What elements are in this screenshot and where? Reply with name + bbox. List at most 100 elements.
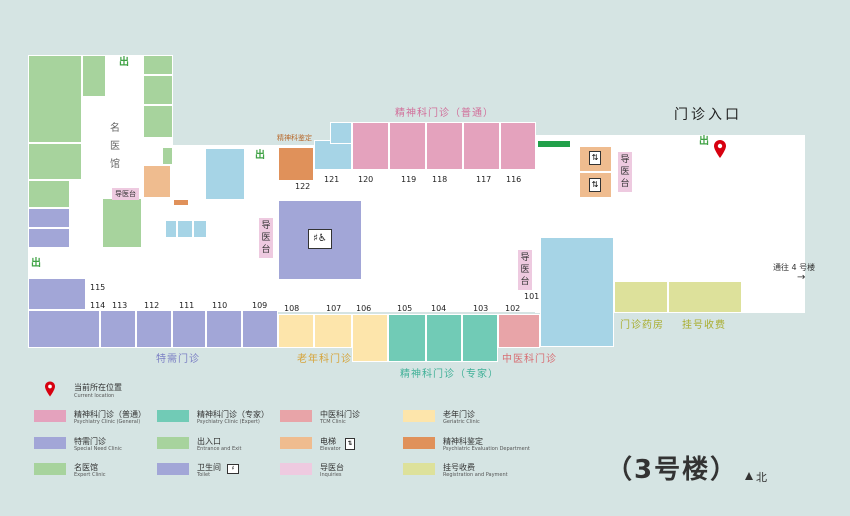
psych-expert-room-104 <box>426 314 462 362</box>
special-room-115 <box>28 278 86 310</box>
legend-label-cn: 特需门诊 <box>74 437 106 446</box>
legend-label-cn: 名医馆 <box>74 463 98 472</box>
legend-label-cn: 老年门诊 <box>443 410 475 419</box>
legend-swatch <box>157 437 189 449</box>
special-room-111 <box>172 310 206 348</box>
room-number-105: 105 <box>397 304 413 313</box>
north-label: 北 <box>756 471 768 484</box>
legend-label-cn: 精神科鉴定 <box>443 437 483 446</box>
special-room-114 <box>28 310 100 348</box>
expert-room-5 <box>143 55 173 75</box>
expert-room-2 <box>82 55 106 97</box>
psych-general-room-119 <box>389 122 426 170</box>
room-number-110: 110 <box>212 301 228 310</box>
legend-label-en: TCM Clinic <box>320 419 346 425</box>
legend-label-en: Geriatric Clinic <box>443 419 480 425</box>
room-121 <box>314 140 352 170</box>
room-number-104: 104 <box>431 304 447 313</box>
entrance-icon-north: 出 <box>255 150 265 161</box>
expert-hall-label: 名医馆 <box>110 123 120 170</box>
current-location-marker <box>714 140 726 158</box>
legend-swatch <box>34 410 66 422</box>
toilet-icon-central: ♯♿ <box>308 229 332 249</box>
legend-label-en: Psychiatric Evaluation Department <box>443 446 530 452</box>
expert-room-9 <box>102 198 142 248</box>
special-room-109 <box>242 310 278 348</box>
room-lightblue-west <box>205 148 245 200</box>
legend-swatch <box>280 410 312 422</box>
legend-label-cn: 中医科门诊 <box>320 410 360 419</box>
inquiry-desk-center: 导医台 <box>259 218 273 258</box>
legend-label-cn: 导医台 <box>320 463 344 472</box>
to-building4-arrow: → <box>797 272 806 283</box>
legend-label-en: Inquiries <box>320 472 342 478</box>
special-room-112 <box>136 310 172 348</box>
psych-general-room-118 <box>426 122 463 170</box>
psych-eval-label: 精神科鉴定 <box>277 134 312 142</box>
legend-label-en: Psychiatry Clinic (General) <box>74 419 141 425</box>
room-number-119: 119 <box>401 175 417 184</box>
legend-swatch <box>34 463 66 475</box>
pharmacy-label: 门诊药房 <box>620 320 664 331</box>
room-number-108: 108 <box>284 304 300 313</box>
legend-swatch <box>157 410 189 422</box>
entrance-icon-west-side: 出 <box>31 258 41 269</box>
room-number-107: 107 <box>326 304 342 313</box>
north-arrow-icon <box>745 472 753 480</box>
special-room-113 <box>100 310 136 348</box>
small-orange-room <box>173 199 189 206</box>
legend-label-en: Toilet <box>197 472 211 478</box>
legend-swatch <box>280 463 312 475</box>
elevator-icon-1: ⇅ <box>589 151 601 165</box>
legend-label-en: Special Need Clinic <box>74 446 122 452</box>
geriatric-clinic-label: 老年科门诊 <box>297 354 352 365</box>
elevator-legend-icon: ⇅ <box>345 438 355 450</box>
tcm-room-102 <box>498 314 540 348</box>
expert-room-4 <box>28 180 70 208</box>
legend-swatch <box>34 437 66 449</box>
room-number-120: 120 <box>358 175 374 184</box>
entrance-icon-west-top: 出 <box>119 57 129 68</box>
legend-label-en: Entrance and Exit <box>197 446 242 452</box>
legend-label-cn: 精神科门诊（专家） <box>197 410 269 419</box>
psych-expert-room-103 <box>462 314 498 362</box>
legend-swatch <box>157 463 189 475</box>
geriatric-room-108 <box>278 314 314 348</box>
pharmacy-room <box>614 281 668 313</box>
green-door-marker <box>538 141 570 147</box>
legend-label-cn: 精神科门诊（普通） <box>74 410 146 419</box>
elevator-west <box>143 165 171 198</box>
psych-general-room-117 <box>463 122 500 170</box>
geriatric-room-106 <box>352 314 388 362</box>
expert-room-large-1 <box>28 55 82 143</box>
small-blue-room-3 <box>193 220 207 238</box>
room-number-117: 117 <box>476 175 492 184</box>
floor-northeast-entry <box>615 135 805 180</box>
toilet-west-2 <box>28 228 70 248</box>
inquiry-desk-west: 导医台 <box>112 188 139 200</box>
small-blue-room-2 <box>177 220 193 238</box>
legend-location-cn: 当前所在位置 <box>74 383 122 392</box>
legend-label-en: Expert Clinic <box>74 472 106 478</box>
legend-swatch <box>403 410 435 422</box>
psych-expert-label: 精神科门诊（专家） <box>400 369 499 380</box>
room-number-109: 109 <box>252 301 268 310</box>
room-number-103: 103 <box>473 304 489 313</box>
elevator-icon-2: ⇅ <box>589 178 601 192</box>
room-number-115: 115 <box>90 283 106 292</box>
tcm-clinic-label: 中医科门诊 <box>502 354 557 365</box>
room-number-121: 121 <box>324 175 340 184</box>
room-number-113: 113 <box>112 301 128 310</box>
psych-eval-room-122 <box>278 147 314 181</box>
legend-label-cn: 出入口 <box>197 437 221 446</box>
geriatric-room-107 <box>314 314 352 348</box>
psych-general-room-116 <box>500 122 536 170</box>
legend-swatch <box>403 463 435 475</box>
room-number-106: 106 <box>356 304 372 313</box>
toilet-west-1 <box>28 208 70 228</box>
inquiry-desk-east-lower: 导医台 <box>518 250 532 290</box>
legend-swatch <box>403 437 435 449</box>
special-room-110 <box>206 310 242 348</box>
registration-label: 挂号收费 <box>682 320 726 331</box>
legend-location-pin-icon <box>45 381 55 397</box>
